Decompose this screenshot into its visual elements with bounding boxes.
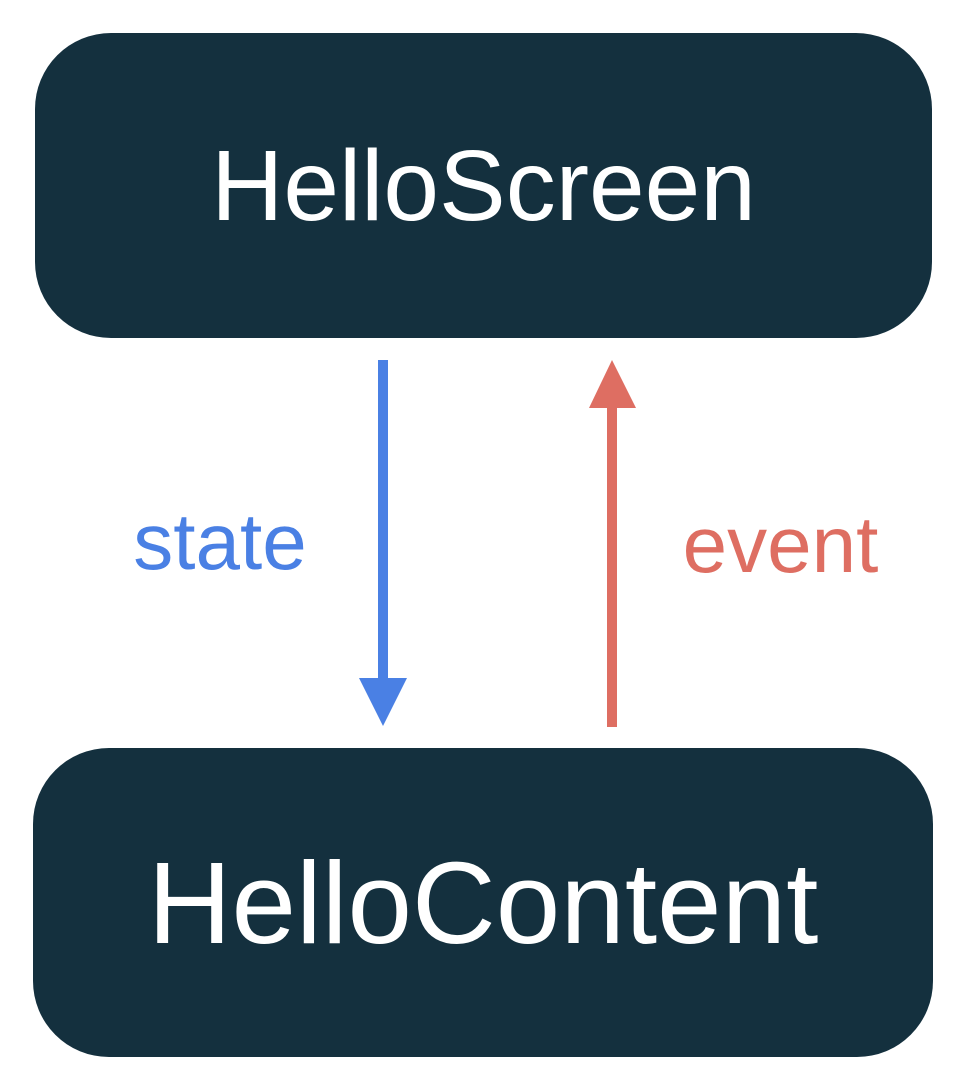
- node-hello-content-label: HelloContent: [147, 837, 819, 968]
- state-arrow-line: [378, 360, 388, 685]
- state-arrow-down-icon: [359, 360, 407, 726]
- event-arrow-up-icon: [589, 360, 636, 727]
- event-arrowhead: [589, 360, 636, 408]
- node-hello-content: HelloContent: [33, 748, 933, 1057]
- node-hello-screen-label: HelloScreen: [211, 129, 756, 242]
- node-hello-screen: HelloScreen: [35, 33, 932, 338]
- state-arrowhead: [359, 678, 407, 726]
- event-edge-label: event: [682, 500, 879, 589]
- state-edge-label: state: [133, 497, 307, 586]
- event-arrow-line: [607, 400, 617, 727]
